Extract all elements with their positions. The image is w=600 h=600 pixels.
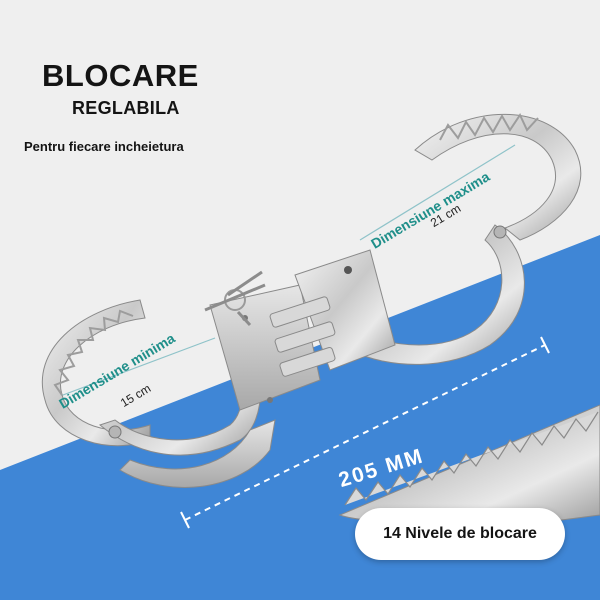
hinge-block [209, 249, 396, 411]
locking-levels-label: 14 Nivele de blocare [383, 525, 537, 542]
headline-title: BLOCARE [42, 58, 199, 93]
teeth-closeup [338, 404, 600, 527]
locking-levels-badge: 14 Nivele de blocare [355, 508, 565, 560]
length-tick-right [540, 336, 550, 354]
max-dimension-line [359, 144, 516, 241]
length-tick-left [180, 511, 190, 529]
right-cuff [349, 112, 582, 365]
length-dimension-line [184, 344, 546, 521]
keys [204, 270, 266, 327]
tagline-text: Pentru fiecare incheietura [24, 139, 184, 154]
min-dimension-line [54, 337, 216, 399]
headline-subtitle: REGLABILA [72, 98, 180, 118]
